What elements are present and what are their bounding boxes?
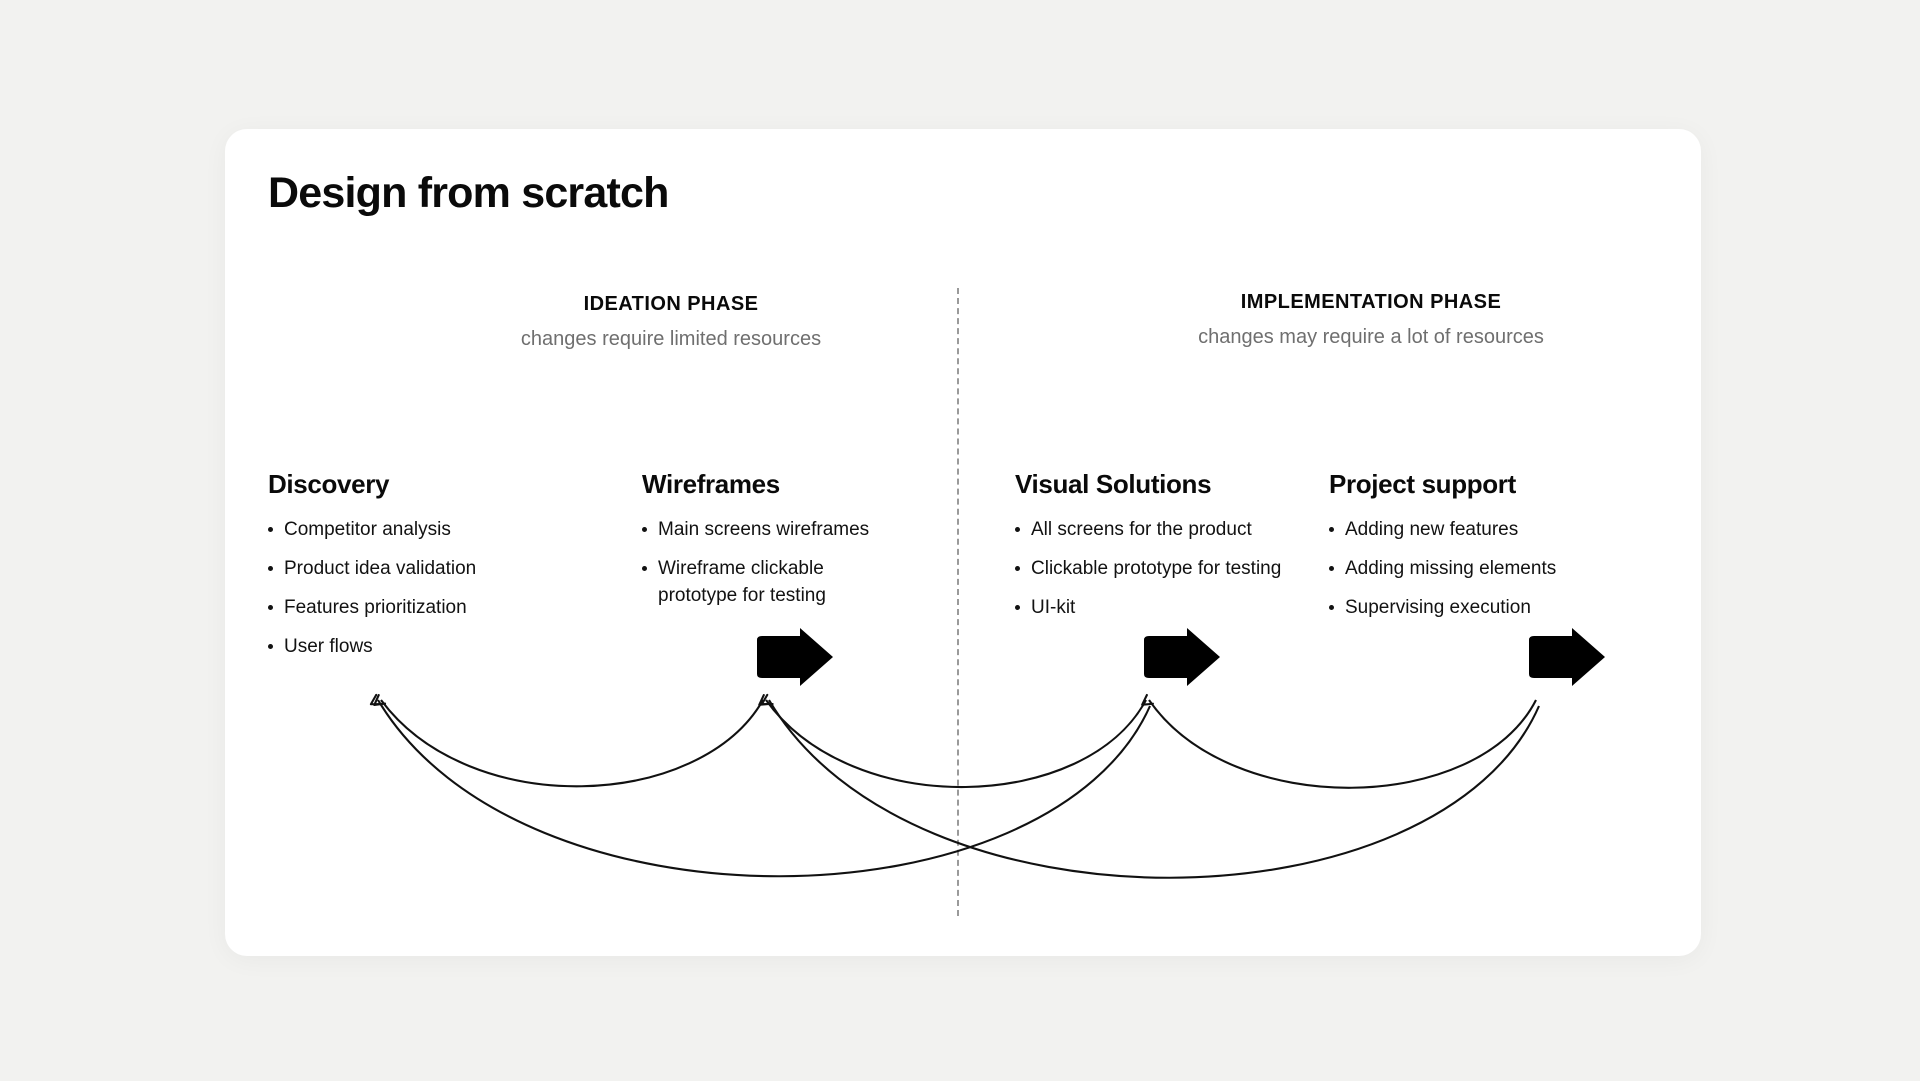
phase-subtitle-ideation: changes require limited resources — [520, 328, 822, 350]
column-visual-solutions: Visual Solutions All screens for the pro… — [1015, 469, 1285, 633]
list-item: User flows — [268, 633, 518, 660]
list-item-label: Adding new features — [1345, 519, 1519, 540]
list-item: Adding missing elements — [1329, 555, 1599, 582]
list-item: Product idea validation — [268, 555, 518, 582]
phase-header-implementation: IMPLEMENTATION PHASE changes may require… — [1071, 291, 1671, 349]
bullet-list-project-support: Adding new features Adding missing eleme… — [1329, 516, 1599, 621]
bullet-dot-icon — [1015, 527, 1020, 532]
list-item-label: Features prioritization — [284, 597, 467, 618]
bullet-dot-icon — [1015, 566, 1020, 571]
list-item-label: Wireframe clickable prototype for testin… — [658, 558, 826, 606]
bullet-dot-icon — [1329, 527, 1334, 532]
bullet-dot-icon — [1329, 605, 1334, 610]
bullet-dot-icon — [268, 605, 273, 610]
column-project-support: Project support Adding new features Addi… — [1329, 469, 1599, 633]
bullet-list-wireframes: Main screens wireframes Wireframe clicka… — [642, 516, 902, 609]
list-item: All screens for the product — [1015, 516, 1285, 543]
list-item: Wireframe clickable prototype for testin… — [642, 555, 902, 609]
page-title: Design from scratch — [268, 169, 669, 217]
list-item-label: Adding missing elements — [1345, 558, 1557, 579]
bullet-list-discovery: Competitor analysis Product idea validat… — [268, 516, 518, 660]
phase-divider — [957, 288, 959, 916]
list-item: Competitor analysis — [268, 516, 518, 543]
bullet-dot-icon — [268, 644, 273, 649]
bullet-dot-icon — [642, 527, 647, 532]
list-item: Features prioritization — [268, 594, 518, 621]
bullet-list-visual-solutions: All screens for the product Clickable pr… — [1015, 516, 1285, 621]
column-title-project-support: Project support — [1329, 469, 1516, 499]
column-title-discovery: Discovery — [268, 469, 390, 499]
list-item-label: All screens for the product — [1031, 519, 1252, 540]
list-item: Adding new features — [1329, 516, 1599, 543]
list-item-label: Clickable prototype for testing — [1031, 558, 1282, 579]
column-discovery: Discovery Competitor analysis Product id… — [268, 469, 518, 672]
diagram-card: Design from scratch IDEATION PHASE chang… — [225, 129, 1701, 956]
list-item-label: Main screens wireframes — [658, 519, 870, 540]
bullet-dot-icon — [642, 566, 647, 571]
list-item-label: Supervising execution — [1345, 597, 1531, 618]
bullet-dot-icon — [268, 527, 273, 532]
right-arrow-icon — [757, 628, 833, 686]
phase-title-ideation: IDEATION PHASE — [583, 293, 759, 315]
right-arrow-icon — [1529, 628, 1605, 686]
bullet-dot-icon — [268, 566, 273, 571]
bullet-dot-icon — [1015, 605, 1020, 610]
phase-header-ideation: IDEATION PHASE changes require limited r… — [396, 293, 946, 351]
list-item-label: User flows — [284, 636, 373, 657]
list-item: Supervising execution — [1329, 594, 1599, 621]
column-title-visual-solutions: Visual Solutions — [1015, 469, 1212, 499]
list-item: UI-kit — [1015, 594, 1285, 621]
bullet-dot-icon — [1329, 566, 1334, 571]
right-arrow-icon — [1144, 628, 1220, 686]
list-item-label: Product idea validation — [284, 558, 477, 579]
list-item: Clickable prototype for testing — [1015, 555, 1285, 582]
list-item-label: Competitor analysis — [284, 519, 451, 540]
list-item: Main screens wireframes — [642, 516, 902, 543]
column-wireframes: Wireframes Main screens wireframes Wiref… — [642, 469, 902, 621]
phase-subtitle-implementation: changes may require a lot of resources — [1198, 326, 1544, 348]
column-title-wireframes: Wireframes — [642, 469, 780, 499]
phase-title-implementation: IMPLEMENTATION PHASE — [1240, 291, 1502, 313]
list-item-label: UI-kit — [1031, 597, 1076, 618]
